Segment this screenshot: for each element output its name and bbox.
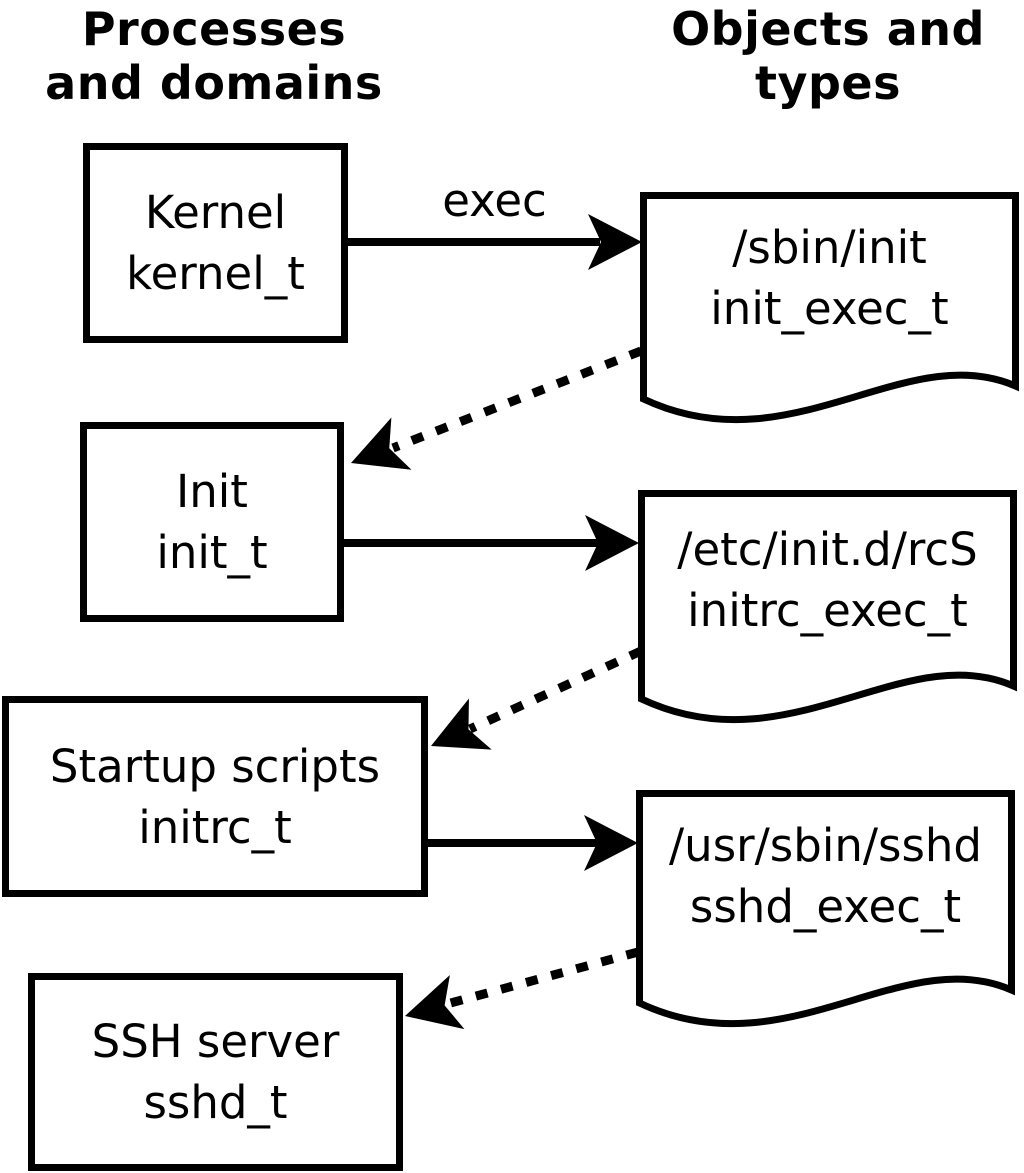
document-shape-initrc-exec	[638, 490, 1017, 724]
process-domain: init_t	[156, 526, 268, 579]
transition-arrow-initrc-exec-to-initrc	[431, 646, 643, 750]
exec-arrow-kernel-to-sbin-init	[348, 214, 642, 270]
process-name: Init	[176, 465, 248, 518]
column-header-objects-line1: Objects and	[671, 2, 985, 56]
transition-arrow-init-exec-to-init	[351, 346, 643, 470]
document-shape-init-exec	[640, 192, 1019, 424]
column-header-processes: Processes and domains	[18, 2, 410, 110]
process-domain: sshd_t	[143, 1076, 288, 1129]
exec-arrow-init-to-rcs	[343, 515, 639, 571]
column-header-processes-line1: Processes	[81, 2, 347, 56]
exec-edge-label: exec	[442, 174, 547, 227]
process-node-kernel: Kernel kernel_t	[83, 143, 348, 343]
exec-arrow-initrc-to-sshd	[427, 815, 638, 871]
process-name: Kernel	[144, 186, 287, 239]
column-header-objects: Objects and types	[632, 2, 1024, 110]
process-domain: kernel_t	[126, 247, 305, 300]
process-node-startup-scripts: Startup scripts initrc_t	[2, 696, 428, 897]
process-node-init: Init init_t	[80, 422, 344, 622]
process-domain: initrc_t	[138, 800, 292, 854]
process-name: SSH server	[91, 1015, 340, 1068]
process-node-ssh-server: SSH server sshd_t	[28, 973, 403, 1171]
document-shape-sshd-exec	[636, 790, 1015, 1028]
process-name: Startup scripts	[49, 739, 381, 793]
transition-arrow-sshd-exec-to-sshd	[405, 947, 640, 1030]
column-header-processes-line2: and domains	[45, 56, 383, 110]
column-header-objects-line2: types	[755, 56, 901, 110]
